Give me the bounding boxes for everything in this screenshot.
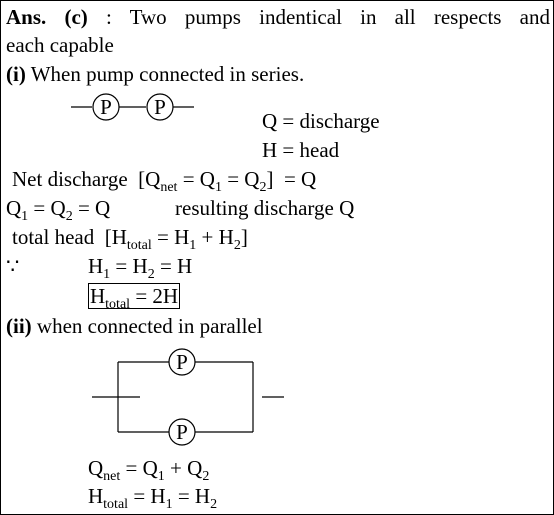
formula-part: Q — [6, 196, 22, 220]
legend-discharge: Q = discharge — [262, 109, 380, 133]
series-heading-text: When pump connected in series. — [30, 62, 305, 86]
formula-part: = Q — [72, 196, 111, 220]
intro-text: : Two pumps indentical in all respects a… — [106, 5, 551, 29]
formula-subscript: total — [103, 497, 129, 512]
formula-part: H — [88, 484, 104, 508]
formula-subscript: 2 — [65, 209, 73, 224]
formula-subscript: 1 — [157, 469, 165, 484]
formula-part: = Q — [221, 167, 260, 191]
formula-subscript: 1 — [189, 238, 197, 253]
because-symbol: ∵ — [6, 254, 20, 278]
formula-subscript: 2 — [233, 238, 241, 253]
intro-line-2: each capable — [6, 33, 114, 57]
formula-subscript: net — [103, 469, 121, 484]
formula-subscript: net — [160, 180, 178, 195]
formula-part: H — [88, 254, 104, 278]
formula-part: ] = Q — [266, 167, 317, 191]
net-discharge-text: Net discharge — [12, 167, 128, 191]
formula-part: ] — [240, 225, 248, 249]
formula-part: + Q — [164, 456, 203, 480]
formula-part: = 2H — [130, 284, 179, 308]
series-heading-number: (i) — [6, 62, 26, 86]
total-head-formula: [Htotal = H1 + H2] — [104, 225, 248, 253]
parallel-head-equation: Htotal = H1 = H2 — [88, 484, 217, 512]
formula-part: = Q — [28, 196, 66, 220]
formula-subscript: 2 — [147, 267, 155, 282]
parallel-pump-diagram: P P — [92, 348, 284, 446]
discharge-equality: Q1 = Q2 = Q — [6, 196, 111, 224]
parallel-heading-number: (ii) — [6, 314, 32, 338]
formula-subscript: 1 — [214, 180, 222, 195]
formula-subscript: 2 — [259, 180, 267, 195]
formula-part: H — [90, 284, 106, 308]
boxed-total-head-result: Htotal = 2H — [88, 283, 181, 312]
series-pump-diagram: P P — [71, 93, 194, 121]
formula-subscript: 1 — [103, 267, 111, 282]
formula-part: = H — [151, 225, 190, 249]
resulting-discharge-text: resulting discharge Q — [175, 196, 355, 220]
formula-part: [Q — [138, 167, 161, 191]
total-head-line: total head [Htotal = H1 + H2] — [12, 225, 248, 253]
formula-subscript: total — [126, 238, 152, 253]
intro-line-1: Ans. (c) : Two pumps indentical in all r… — [6, 5, 550, 29]
parallel-heading: (ii) when connected in parallel — [6, 314, 263, 338]
head-equality: H1 = H2 = H — [88, 254, 193, 282]
formula-part: = Q — [177, 167, 215, 191]
parallel-discharge-equation: Qnet = Q1 + Q2 — [88, 456, 209, 484]
parallel-pump-upper-label: P — [176, 350, 188, 374]
answer-label: Ans. (c) — [6, 5, 88, 29]
formula-subscript: 2 — [202, 469, 210, 484]
formula-subscript: 1 — [21, 209, 29, 224]
formula-part: = H — [128, 484, 166, 508]
formula-part: = H — [154, 254, 193, 278]
formula-subscript: 2 — [210, 497, 218, 512]
formula-part: = Q — [120, 456, 158, 480]
formula-part: [H — [104, 225, 127, 249]
formula-part: + H — [196, 225, 234, 249]
net-discharge-line: Net discharge [Qnet = Q1 = Q2] = Q — [12, 167, 317, 195]
series-heading: (i) When pump connected in series. — [6, 62, 304, 86]
formula-part: = H — [110, 254, 148, 278]
boxed-result-line: Htotal = 2H — [88, 283, 181, 312]
formula-subscript: total — [105, 297, 131, 312]
series-pump-2-label: P — [154, 95, 166, 119]
formula-part: Q — [88, 456, 104, 480]
series-pump-1-label: P — [100, 95, 112, 119]
total-head-text: total head — [12, 225, 95, 249]
parallel-pump-lower-label: P — [176, 420, 188, 444]
legend-head: H = head — [262, 138, 340, 162]
formula-subscript: 1 — [165, 497, 173, 512]
formula-part: = H — [172, 484, 211, 508]
parallel-heading-text: when connected in parallel — [36, 314, 263, 338]
net-discharge-formula: [Qnet = Q1 = Q2] = Q — [138, 167, 317, 195]
